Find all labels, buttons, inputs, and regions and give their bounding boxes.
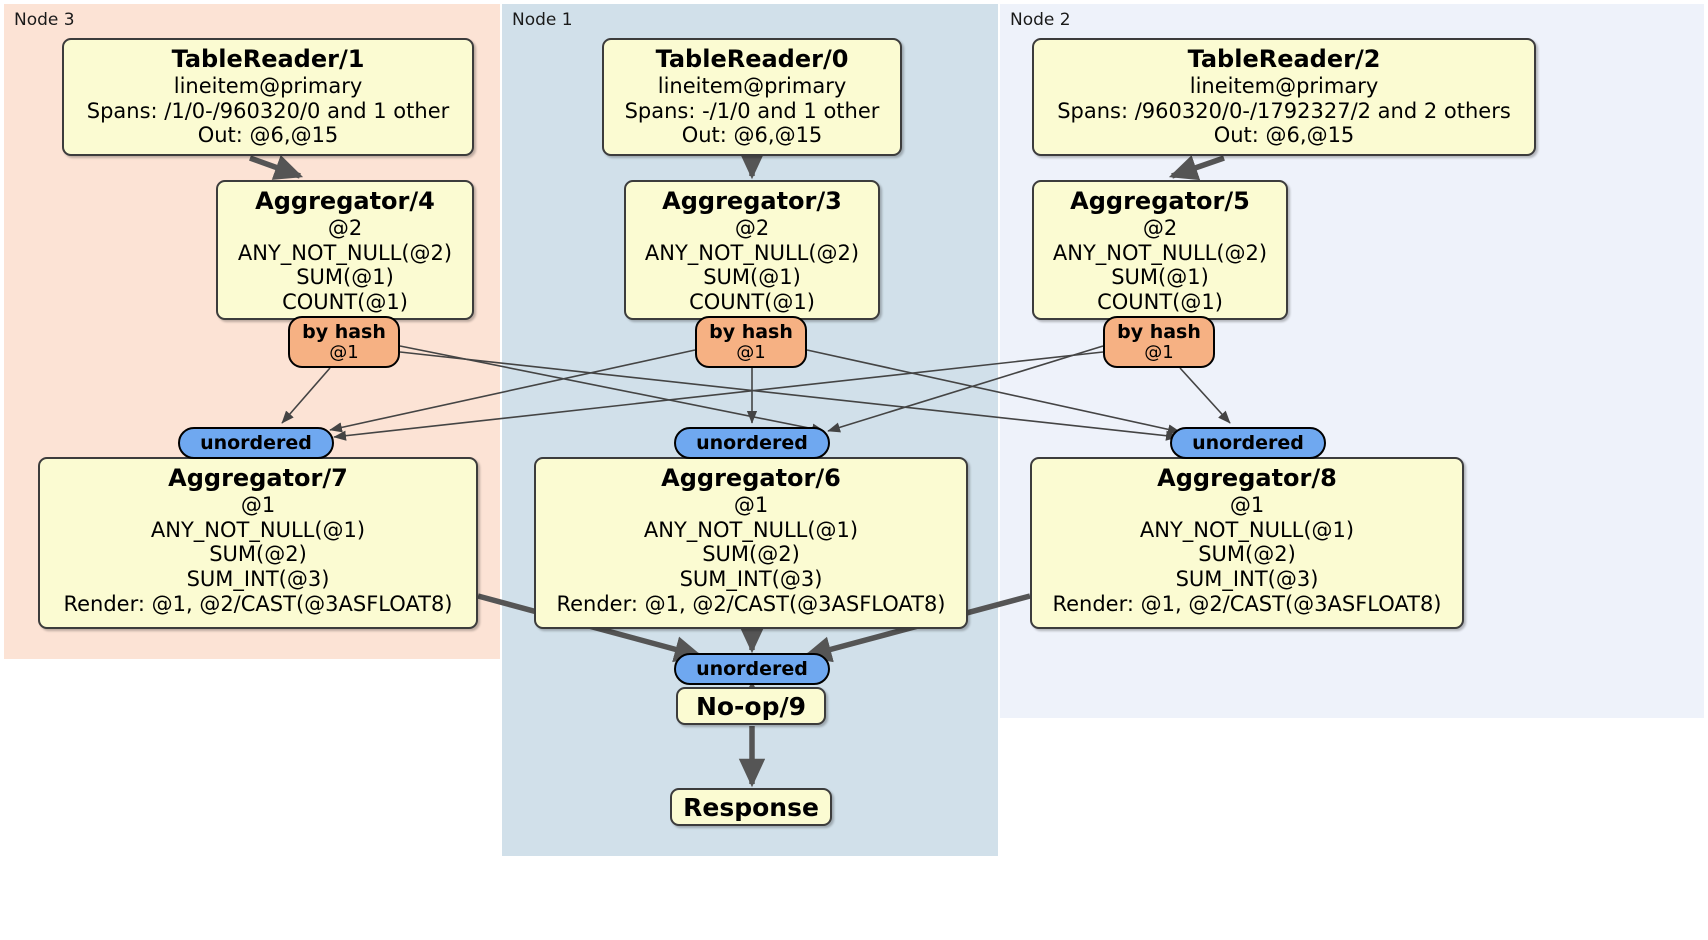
processor-detail-line: ANY_NOT_NULL(@2): [1052, 240, 1268, 265]
processor-detail-line: ANY_NOT_NULL(@2): [644, 240, 860, 265]
processor-detail-line: SUM(@2): [209, 542, 307, 567]
processor-title: Response: [683, 792, 819, 822]
badge-title: unordered: [696, 431, 808, 454]
badge-by-hash-node1[interactable]: by hash@1: [695, 316, 807, 368]
processor-title: Aggregator/7: [168, 464, 348, 492]
processor-title: Aggregator/5: [1070, 187, 1250, 215]
badge-unordered-node3[interactable]: unordered: [178, 427, 334, 459]
processor-detail-line: ANY_NOT_NULL(@1): [643, 517, 859, 542]
processor-detail-line: @2: [327, 215, 363, 240]
processor-detail-line: SUM(@1): [296, 265, 394, 290]
badge-by-hash-node2[interactable]: by hash@1: [1103, 316, 1215, 368]
processor-detail-line: SUM_INT(@3): [186, 567, 330, 592]
badge-subtitle: @1: [736, 341, 766, 363]
badge-subtitle: @1: [1144, 341, 1174, 363]
processor-detail-line: @1: [733, 492, 769, 517]
badge-unordered-node1[interactable]: unordered: [674, 427, 830, 459]
processor-detail-line: lineitem@primary: [657, 73, 847, 98]
processor-detail-line: SUM(@2): [1198, 542, 1296, 567]
processor-title: TableReader/0: [655, 45, 849, 73]
processor-detail-line: COUNT(@1): [689, 290, 815, 315]
processor-detail-line: SUM(@1): [1111, 265, 1209, 290]
badge-unordered-node2[interactable]: unordered: [1170, 427, 1326, 459]
processor-detail-line: Out: @6,@15: [1213, 123, 1355, 148]
processor-title: No-op/9: [695, 691, 807, 721]
processor-detail-line: COUNT(@1): [282, 290, 408, 315]
processor-detail-line: Render: @1, @2/CAST(@3ASFLOAT8): [556, 591, 946, 616]
processor-title: Aggregator/3: [662, 187, 842, 215]
processor-detail-line: lineitem@primary: [1189, 73, 1379, 98]
processor-detail-line: ANY_NOT_NULL(@1): [150, 517, 366, 542]
processor-title: TableReader/2: [1187, 45, 1381, 73]
processor-no-op-9[interactable]: No-op/9: [676, 687, 826, 725]
badge-unordered-final[interactable]: unordered: [674, 653, 830, 685]
processor-detail-line: Out: @6,@15: [197, 123, 339, 148]
processor-detail-line: @1: [240, 492, 276, 517]
node-panel-label: Node 3: [14, 10, 75, 30]
badge-title: unordered: [1192, 431, 1304, 454]
badge-title: unordered: [696, 657, 808, 680]
node-panel-label: Node 2: [1010, 10, 1071, 30]
processor-title: Aggregator/8: [1157, 464, 1337, 492]
processor-detail-line: ANY_NOT_NULL(@1): [1139, 517, 1355, 542]
processor-detail-line: Render: @1, @2/CAST(@3ASFLOAT8): [1052, 591, 1442, 616]
badge-title: by hash: [1117, 320, 1201, 343]
processor-detail-line: Out: @6,@15: [681, 123, 823, 148]
badge-subtitle: @1: [329, 341, 359, 363]
processor-detail-line: ANY_NOT_NULL(@2): [237, 240, 453, 265]
processor-detail-line: SUM_INT(@3): [1175, 567, 1319, 592]
processor-detail-line: COUNT(@1): [1097, 290, 1223, 315]
processor-detail-line: Spans: /1/0-/960320/0 and 1 other: [86, 98, 450, 123]
processor-detail-line: SUM(@2): [702, 542, 800, 567]
processor-detail-line: SUM_INT(@3): [679, 567, 823, 592]
processor-detail-line: @2: [1142, 215, 1178, 240]
processor-title: Aggregator/6: [661, 464, 841, 492]
processor-detail-line: Spans: -/1/0 and 1 other: [624, 98, 880, 123]
processor-detail-line: lineitem@primary: [173, 73, 363, 98]
processor-detail-line: Render: @1, @2/CAST(@3ASFLOAT8): [63, 591, 453, 616]
processor-detail-line: Spans: /960320/0-/1792327/2 and 2 others: [1057, 98, 1511, 123]
badge-title: by hash: [709, 320, 793, 343]
processor-detail-line: @1: [1229, 492, 1265, 517]
processor-title: TableReader/1: [171, 45, 365, 73]
processor-title: Aggregator/4: [255, 187, 435, 215]
node-panel-label: Node 1: [512, 10, 573, 30]
badge-by-hash-node3[interactable]: by hash@1: [288, 316, 400, 368]
badge-title: unordered: [200, 431, 312, 454]
processor-detail-line: @2: [734, 215, 770, 240]
processor-response[interactable]: Response: [670, 788, 832, 826]
processor-detail-line: SUM(@1): [703, 265, 801, 290]
badge-title: by hash: [302, 320, 386, 343]
